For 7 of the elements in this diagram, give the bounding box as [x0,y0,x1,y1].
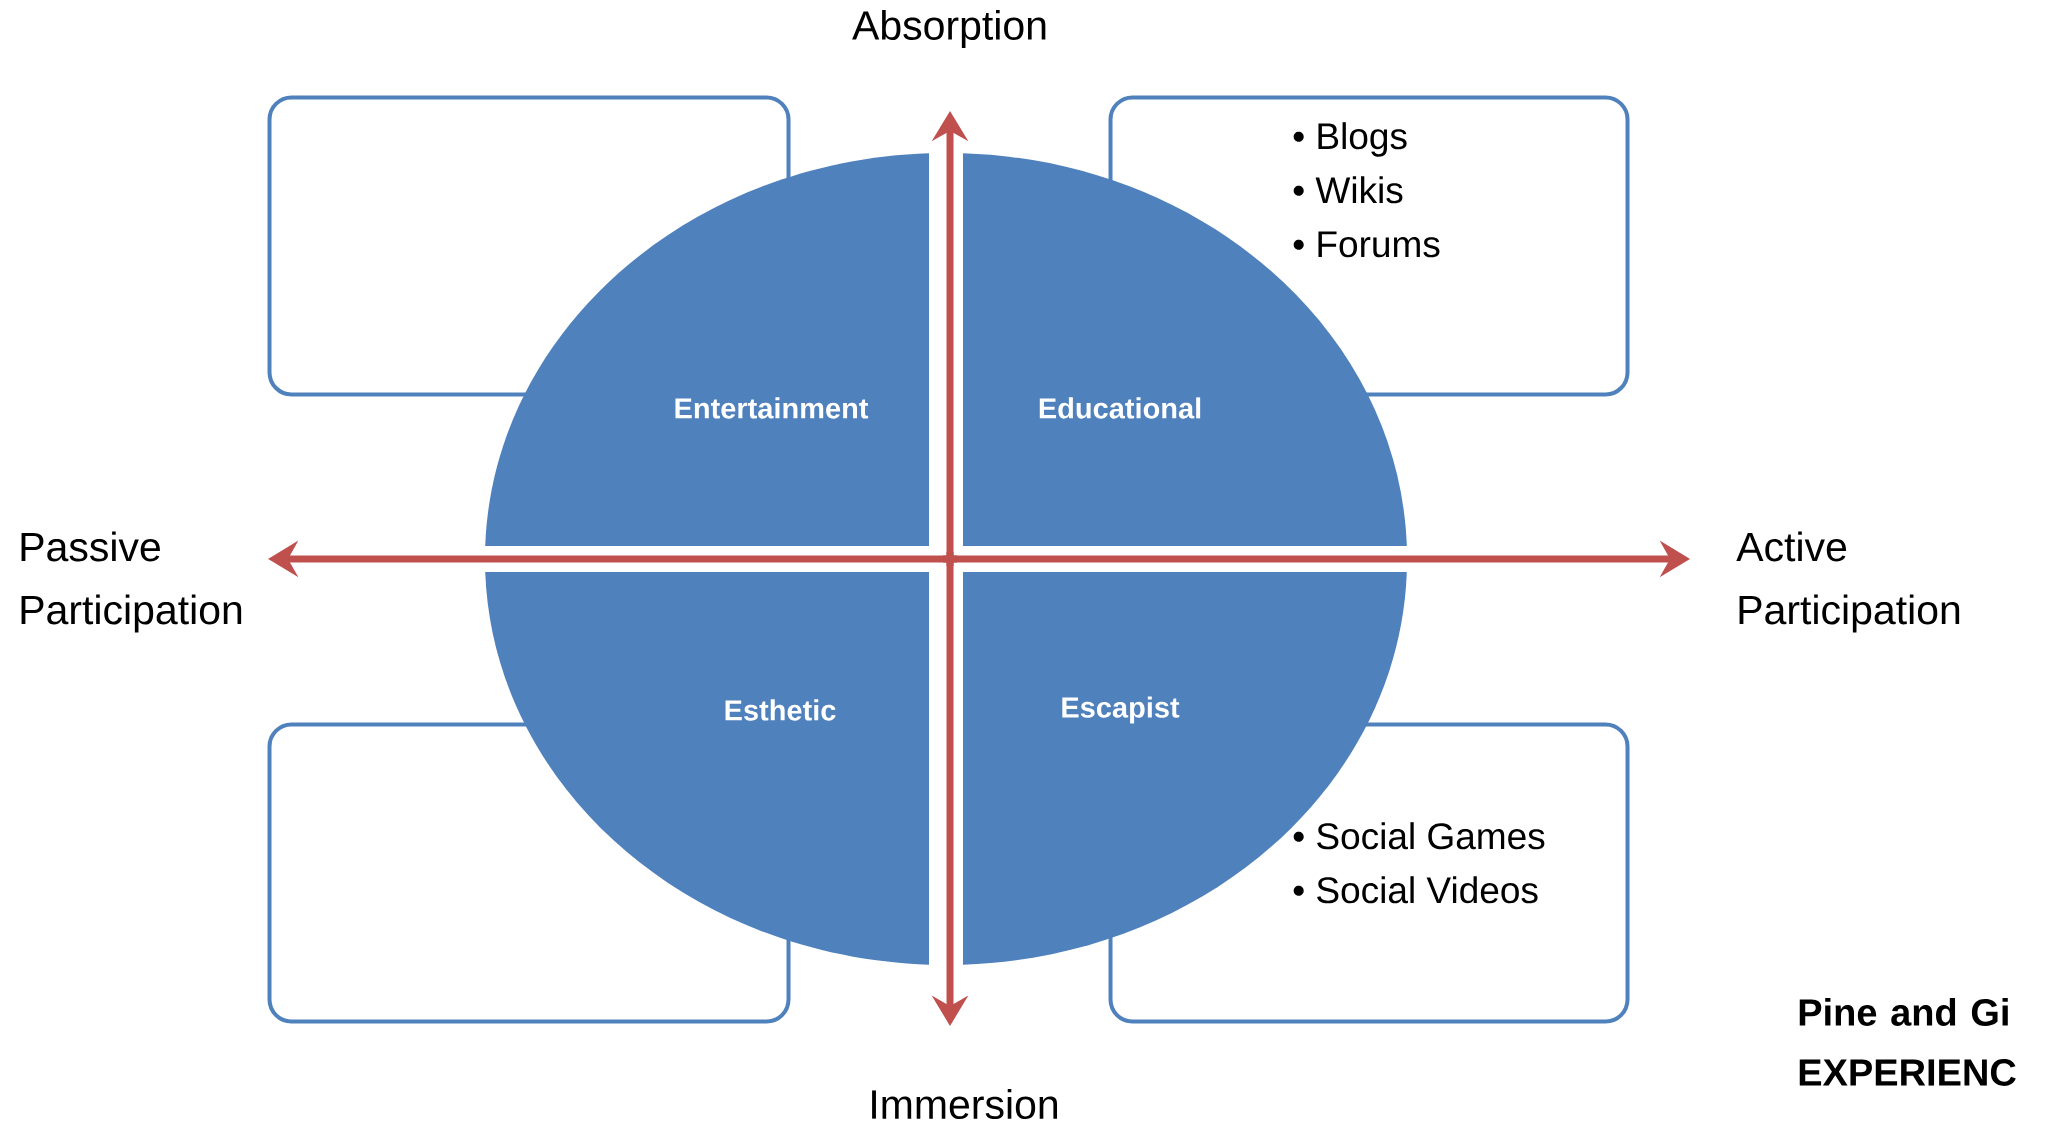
quadrant: Entertainment [485,153,929,546]
source-note: Pine and Gi EXPERIENC [1799,998,2016,1086]
axis-label: Passive Participation [21,531,242,633]
axis-label: Absorption [852,9,1046,49]
quadrant: Esthetic [485,572,929,965]
axis-label: Active Participation [1736,531,1960,633]
axis-label: Immersion [872,1088,1057,1120]
